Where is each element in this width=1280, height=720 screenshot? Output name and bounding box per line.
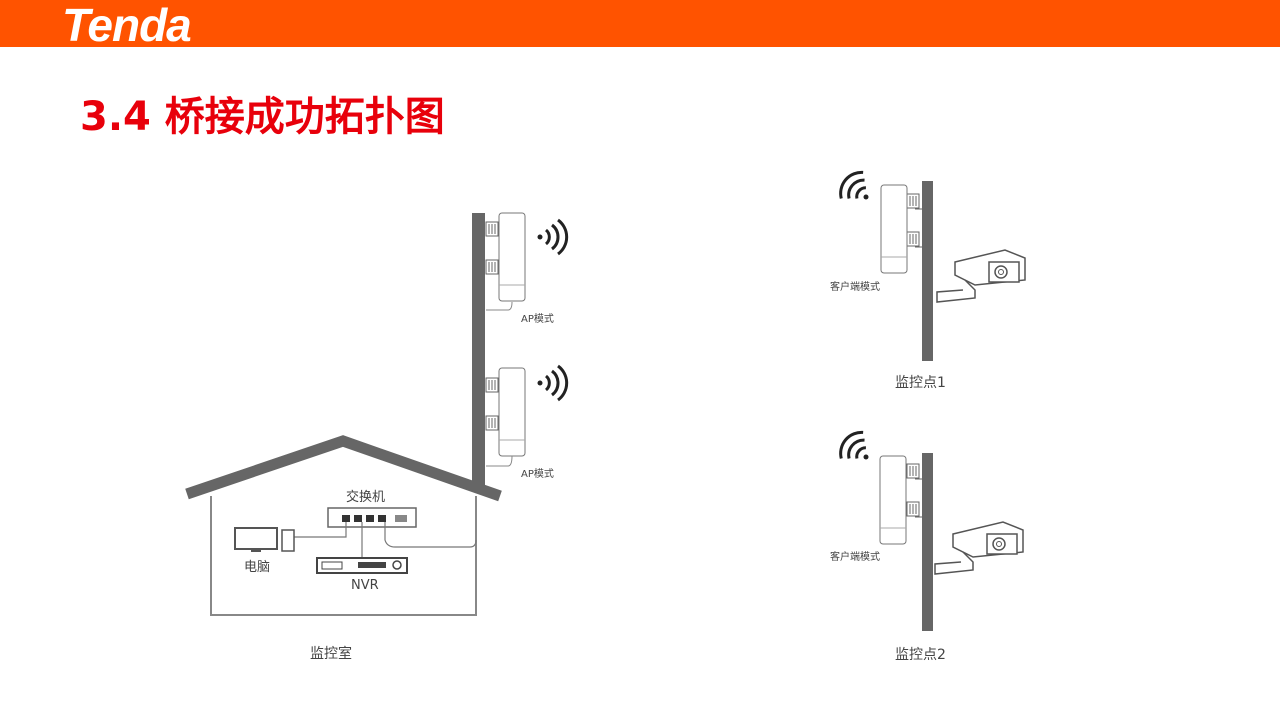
pc-label: 电脑 (244, 560, 270, 575)
camera-icon (936, 249, 1026, 303)
client-device (880, 184, 908, 274)
site-pole (922, 453, 933, 631)
ap-device-1 (485, 212, 526, 311)
nvr-label: NVR (351, 578, 379, 593)
pc-icon (234, 527, 295, 552)
house-roof (185, 435, 502, 502)
monitoring-site-1: 客户端模式 监控点1 (830, 170, 1026, 391)
client-device (879, 455, 907, 545)
wifi-icon (537, 364, 569, 402)
ap-device-2 (485, 367, 526, 467)
mast-pole (472, 213, 485, 489)
house-walls (210, 496, 477, 616)
tenda-logo: Tenda (62, 0, 192, 51)
header-bar: Tenda (0, 0, 1280, 51)
client-mode-label: 客户端模式 (830, 550, 880, 563)
camera-icon (934, 521, 1024, 575)
site-label: 监控点2 (895, 647, 946, 663)
wifi-icon (537, 218, 569, 256)
client-mode-label: 客户端模式 (830, 280, 880, 293)
control-room-label: 监控室 (310, 645, 352, 662)
page-title: 3.4 桥接成功拓扑图 (80, 94, 445, 140)
site-pole (922, 181, 933, 361)
network-switch (327, 507, 417, 528)
cables (294, 522, 477, 557)
control-room: AP模式 AP模式 交换机 电脑 NVR 监控室 (185, 212, 569, 662)
switch-label: 交换机 (346, 489, 385, 505)
wifi-icon (839, 170, 869, 200)
ap-mode-label-2: AP模式 (521, 467, 554, 480)
ap-mode-label-1: AP模式 (521, 312, 554, 325)
monitoring-site-2: 客户端模式 监控点2 (830, 430, 1024, 663)
wifi-icon (839, 430, 869, 460)
nvr-icon (316, 557, 408, 574)
site-label: 监控点1 (895, 375, 946, 391)
